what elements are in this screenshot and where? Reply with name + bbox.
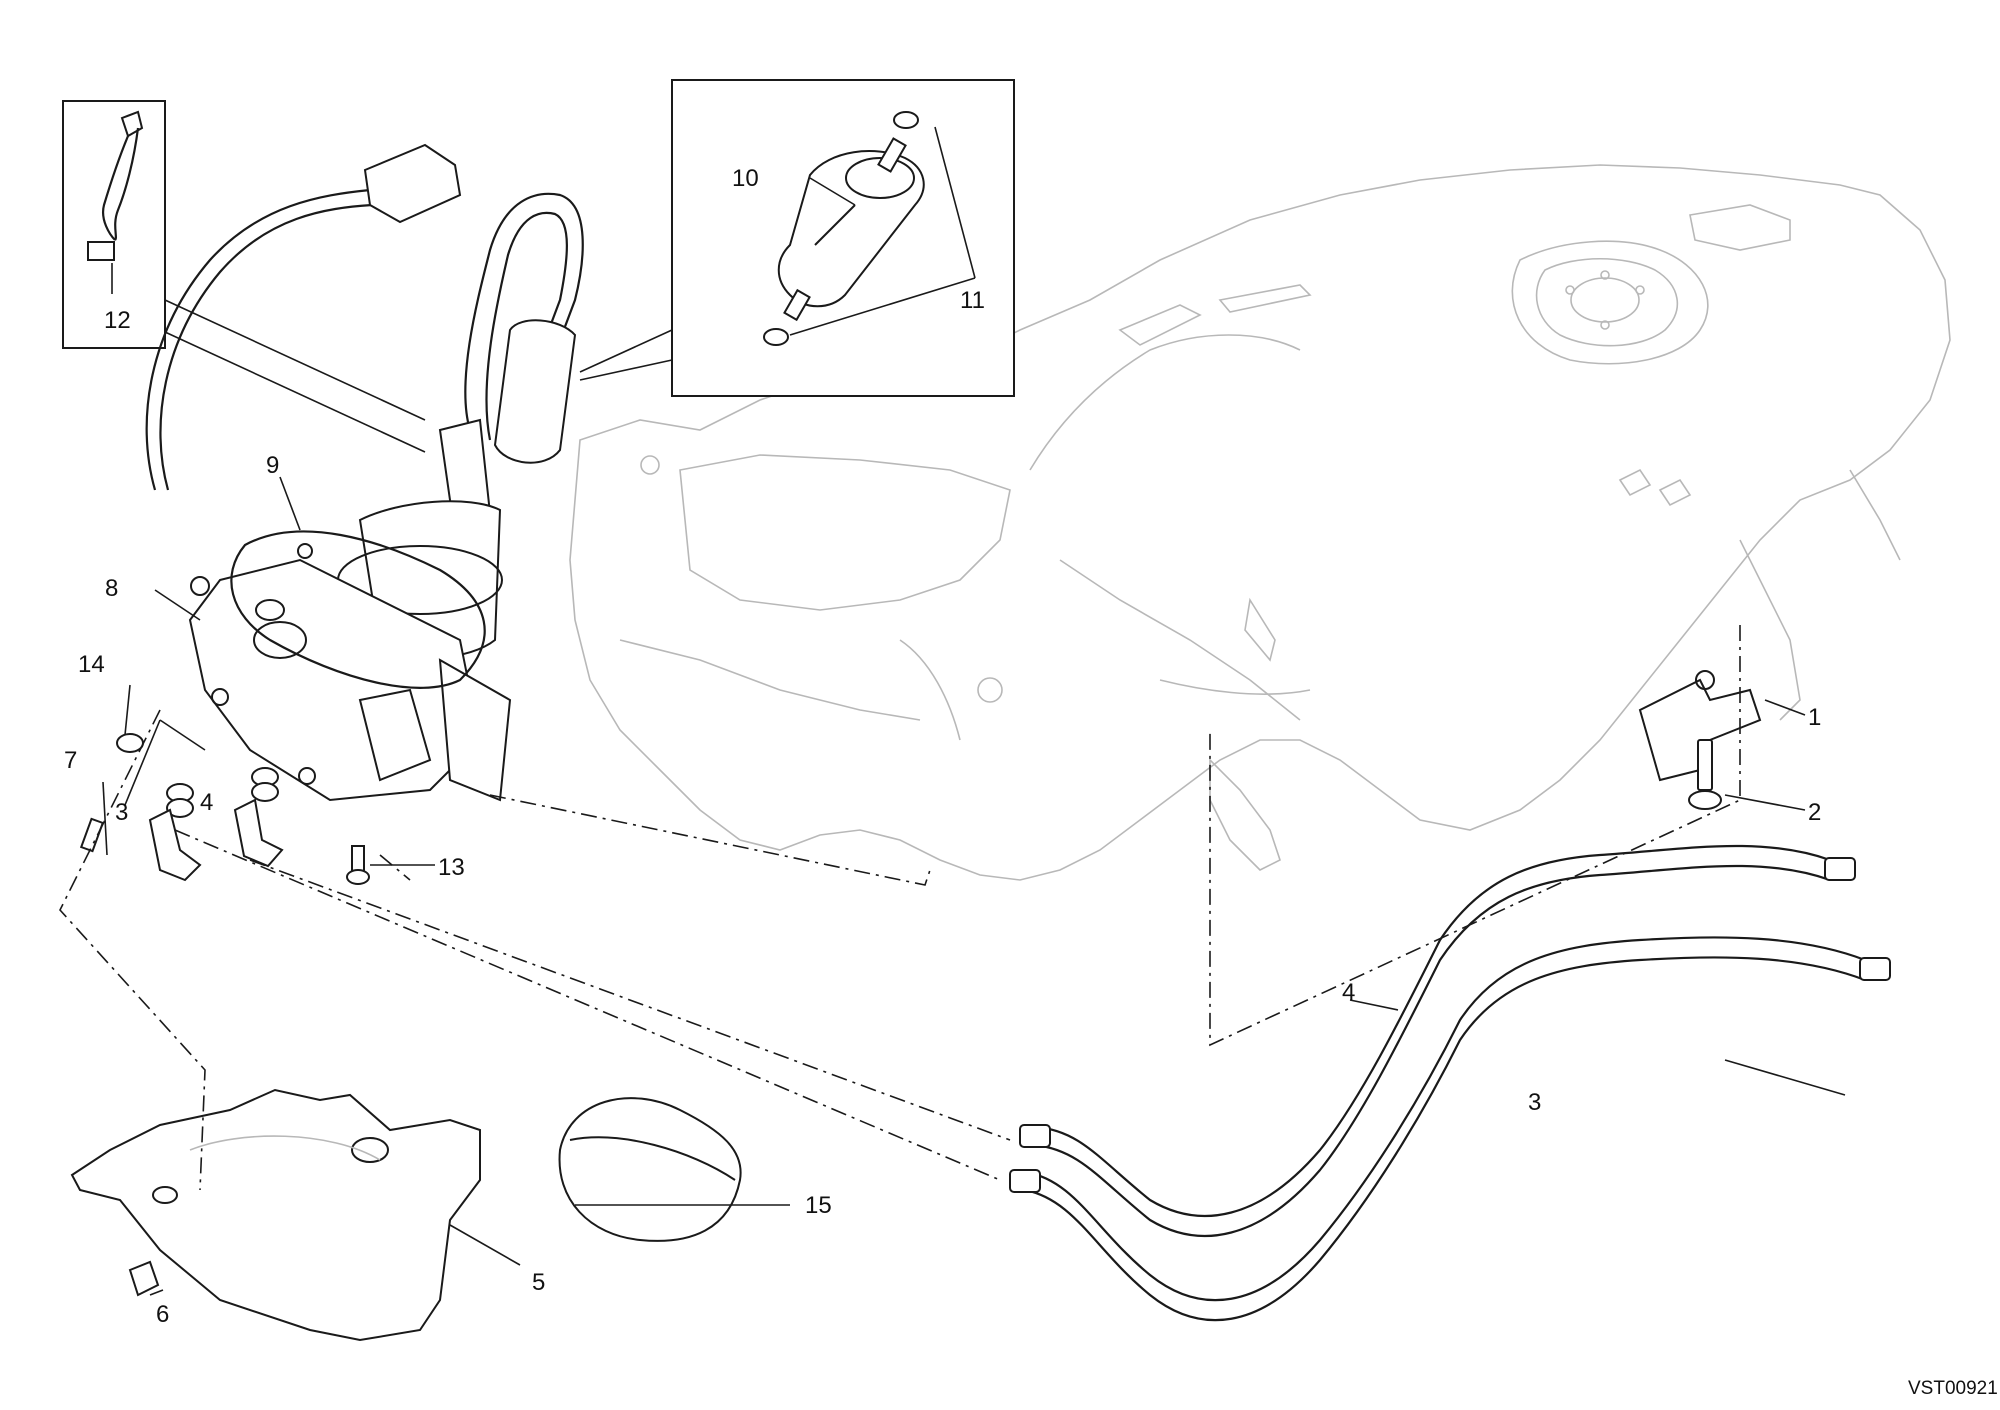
part-label-9: 9 xyxy=(266,452,279,479)
part-label-10: 10 xyxy=(732,165,759,192)
part-label-2: 2 xyxy=(1808,799,1821,826)
part-label-3-fitting: 3 xyxy=(115,799,128,826)
fuel-pump-assembly xyxy=(145,143,584,802)
fuel-hoses xyxy=(1009,844,1891,1322)
inset-sensor-box xyxy=(62,100,426,453)
fuel-tank-outline xyxy=(569,164,1951,881)
cap-part xyxy=(558,1097,742,1242)
part-labels: 1 2 3 3 4 4 5 6 7 8 9 10 11 12 13 14 15 xyxy=(64,165,1821,1328)
part-label-4-fitting: 4 xyxy=(200,789,213,816)
clamp-and-screw xyxy=(1638,670,1762,810)
part-label-8: 8 xyxy=(105,575,118,602)
part-label-1: 1 xyxy=(1808,704,1821,731)
cover-and-nut xyxy=(70,1088,481,1342)
part-label-3-hose: 3 xyxy=(1528,1089,1541,1116)
alignment-lines xyxy=(59,625,1741,1191)
part-label-14: 14 xyxy=(78,651,105,678)
part-label-6: 6 xyxy=(156,1301,169,1328)
part-label-11: 11 xyxy=(960,287,985,314)
leader-lines xyxy=(102,476,1846,1296)
inset-fuel-filter-box xyxy=(579,79,1015,397)
small-hardware xyxy=(79,719,370,885)
diagram-reference-code: VST00921 xyxy=(1908,1378,1998,1399)
part-label-13: 13 xyxy=(438,854,465,881)
part-label-12: 12 xyxy=(104,307,131,334)
part-label-7: 7 xyxy=(64,747,77,774)
part-label-15: 15 xyxy=(805,1192,832,1219)
part-label-4-hose: 4 xyxy=(1342,979,1355,1006)
part-label-5: 5 xyxy=(532,1269,545,1296)
